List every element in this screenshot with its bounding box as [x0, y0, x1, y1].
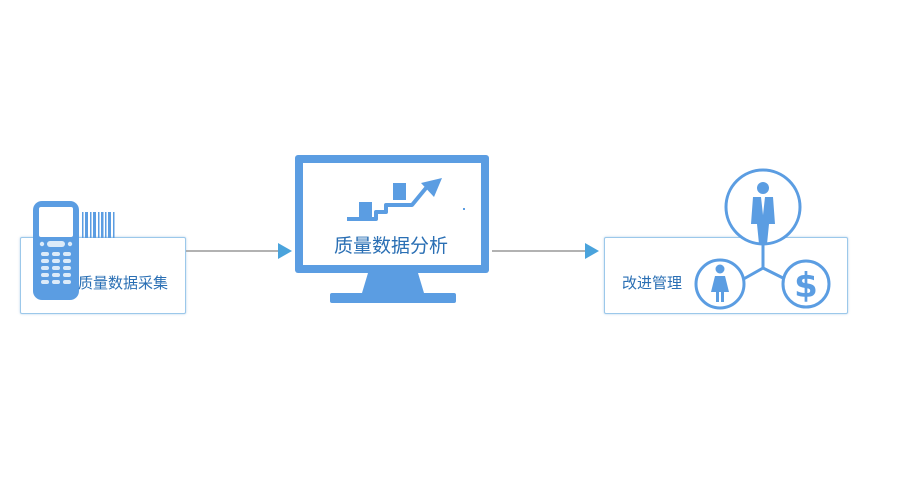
arrow-head-icon [278, 243, 292, 259]
growth-chart-icon [347, 178, 465, 221]
collect-step-label: 质量数据采集 [78, 274, 169, 292]
connector-analyze-to-improve [492, 243, 599, 259]
dollar-icon: $ [781, 259, 831, 309]
svg-text:$: $ [794, 266, 818, 306]
woman-icon [694, 258, 746, 310]
businessman-icon [724, 168, 802, 246]
connector-collect-to-analyze [186, 243, 292, 259]
analyze-step-label: 质量数据分析 [334, 235, 449, 257]
arrow-head-icon [585, 243, 599, 259]
handheld-scanner-icon [33, 201, 79, 300]
monitor-chart-icon [295, 155, 489, 303]
improve-step-label: 改进管理 [622, 274, 683, 292]
people-cost-network-icon: $ [694, 168, 831, 310]
barcode-icon [82, 212, 115, 238]
